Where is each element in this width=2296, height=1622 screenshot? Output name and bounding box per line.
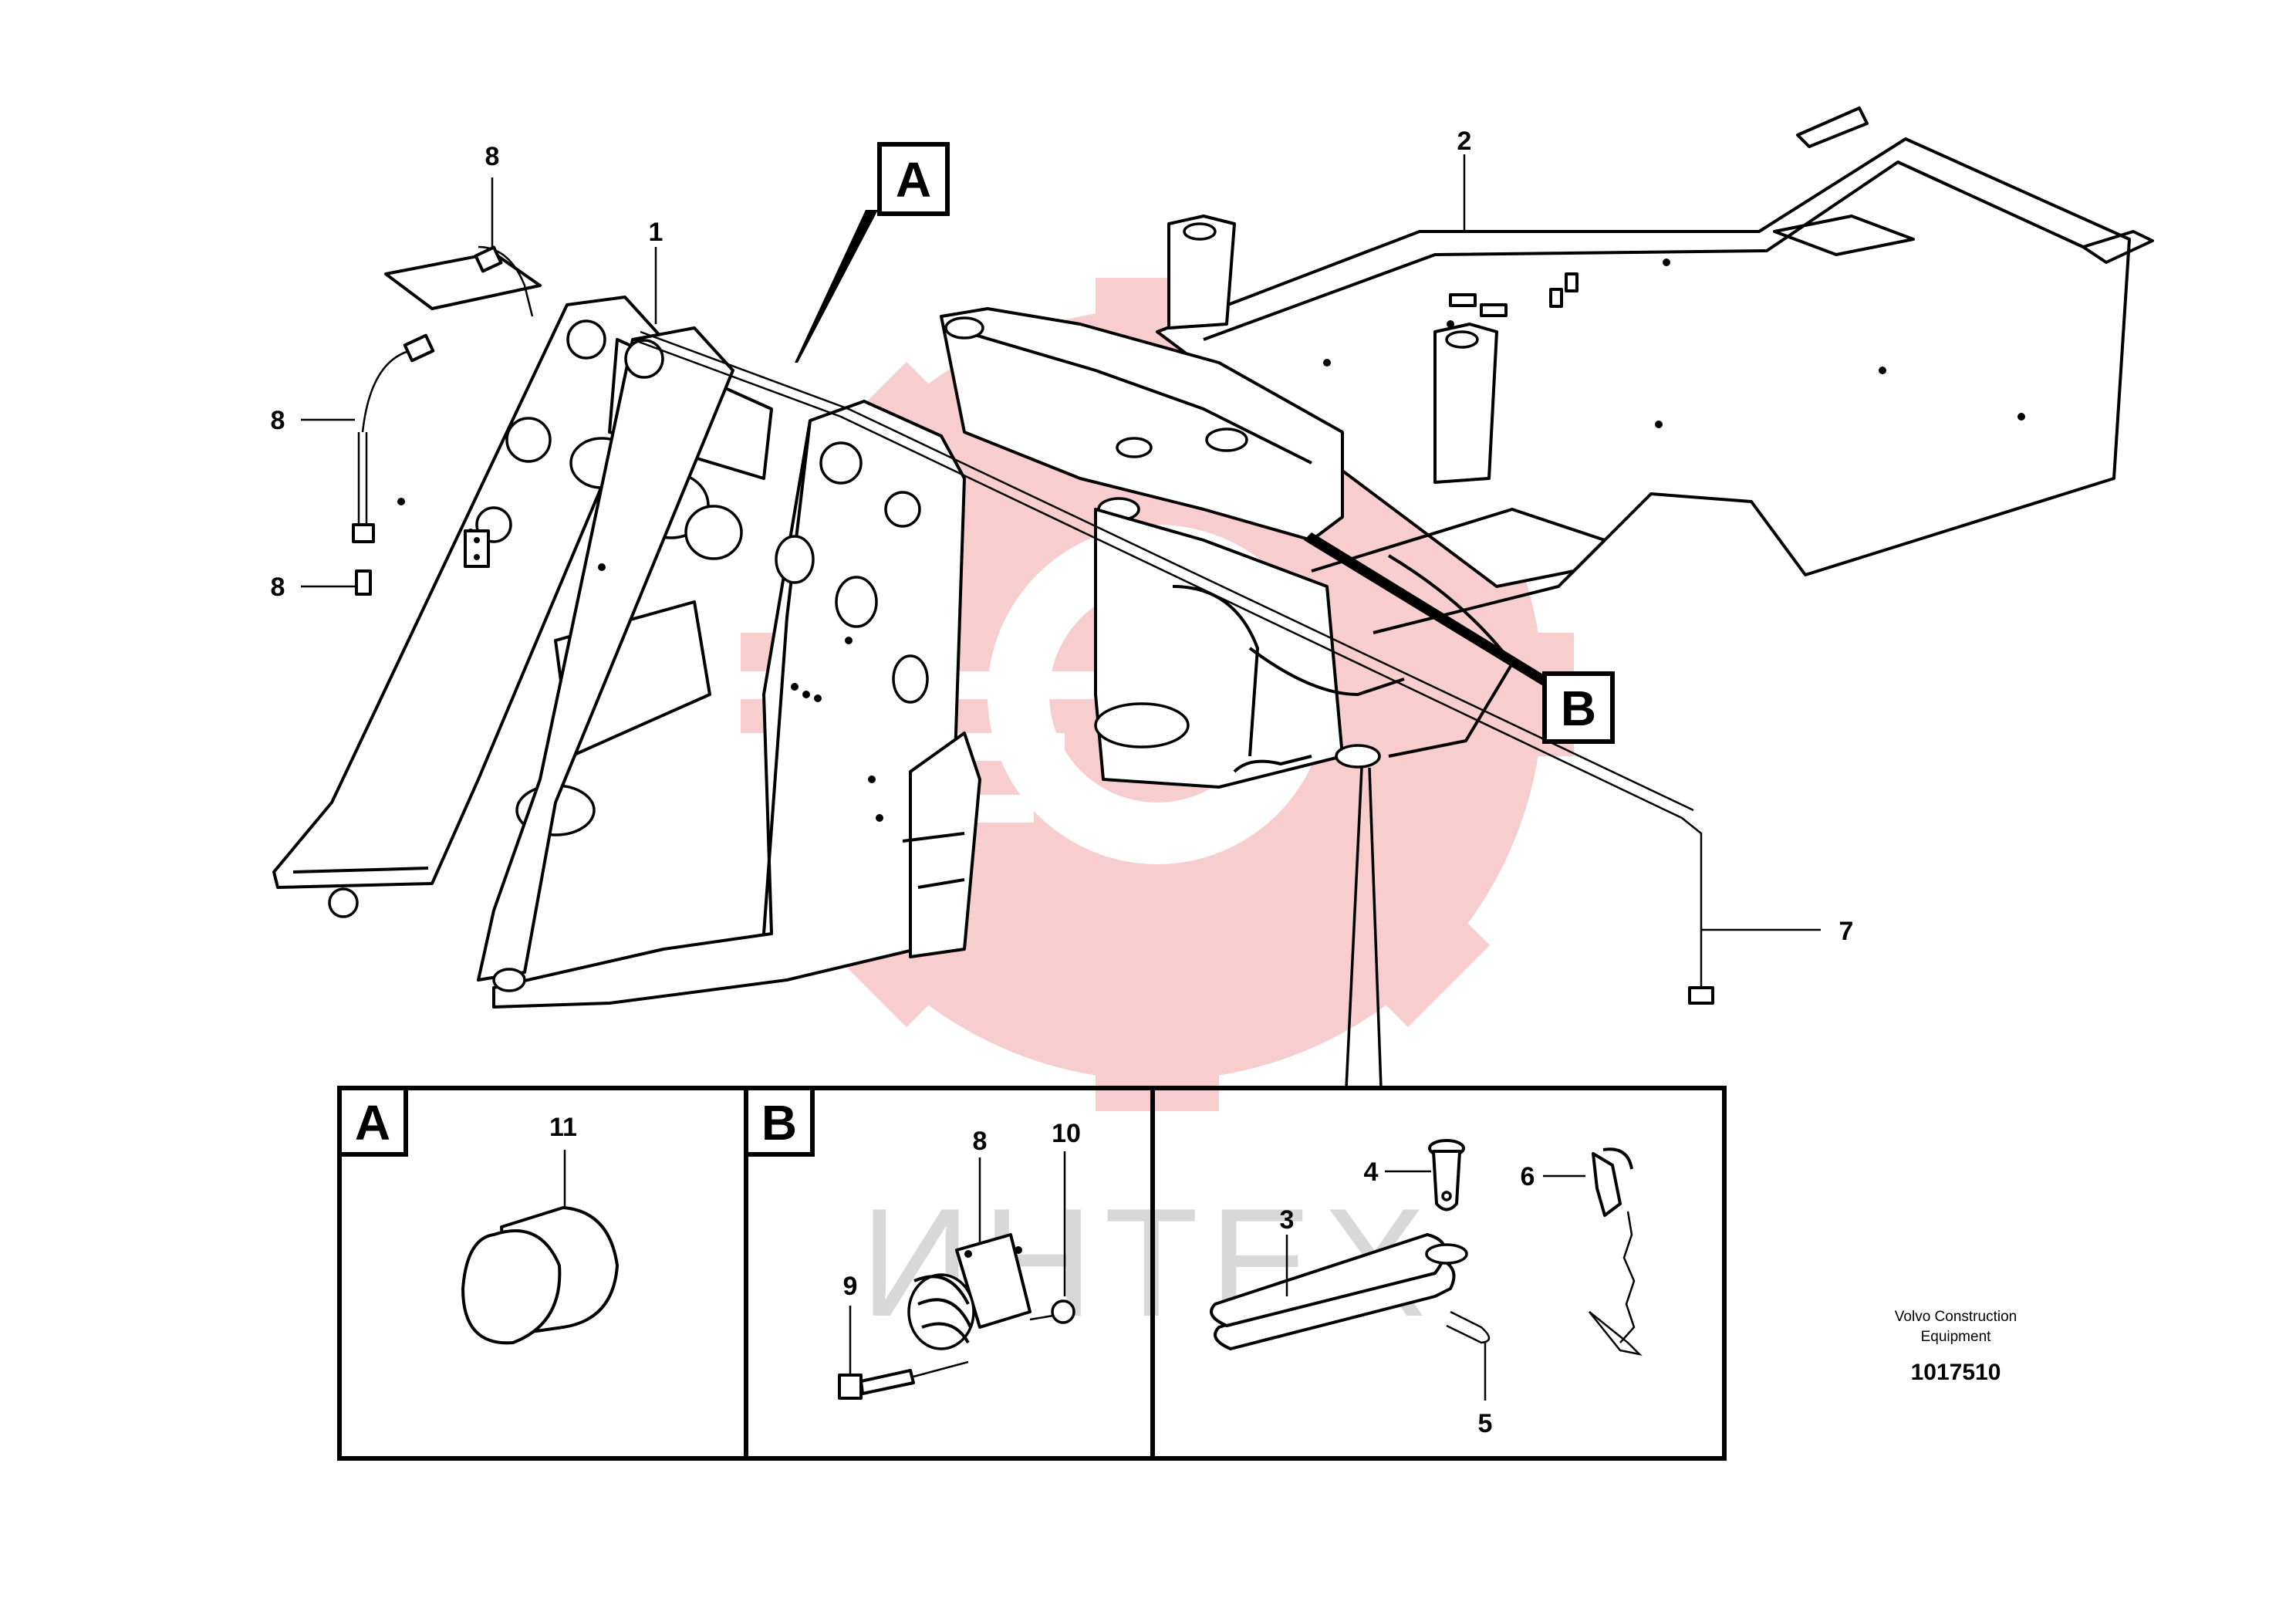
- lynch-pin-part-6: [1543, 1147, 1643, 1357]
- drawing-number: 1017510: [1911, 1360, 2001, 1385]
- credit-block: Volvo Construction Equipment 1017510: [1895, 1309, 2017, 1385]
- link-bar-part-3: [1210, 1233, 1468, 1350]
- callout-3: 3: [1280, 1205, 1295, 1235]
- detail-panel-b: B 8 9 10: [744, 1086, 1081, 1400]
- credit-line-2: Equipment: [1921, 1329, 1992, 1345]
- svg-text:B: B: [1561, 681, 1596, 736]
- svg-text:B: B: [761, 1095, 797, 1151]
- callout-4: 4: [1364, 1157, 1379, 1187]
- detail-panel-a: A 11: [337, 1086, 619, 1345]
- callout-5: 5: [1478, 1409, 1493, 1438]
- view-marker-a: A: [877, 142, 950, 216]
- callout-11: 11: [549, 1113, 577, 1142]
- front-frame-part-1: [272, 252, 981, 1009]
- callout-8-low: 8: [271, 573, 285, 602]
- callout-1: 1: [649, 218, 663, 247]
- callout-8-detail: 8: [973, 1127, 988, 1156]
- bolt-part-9: [838, 1306, 969, 1400]
- callout-leaders: [301, 154, 1821, 1089]
- view-marker-b: B: [1542, 671, 1615, 744]
- grease-nipple-part-8: [907, 1157, 1032, 1350]
- rear-frame-part-2: [940, 106, 2154, 789]
- cotter-pin-part-5: [1446, 1310, 1491, 1401]
- svg-text:A: A: [355, 1095, 390, 1151]
- credit-line-1: Volvo Construction: [1895, 1309, 2017, 1325]
- callout-8-mid: 8: [271, 406, 285, 435]
- callout-8-top: 8: [485, 142, 500, 171]
- callout-10: 10: [1052, 1119, 1081, 1148]
- washer-part-10: [1029, 1151, 1075, 1324]
- cap-part-11: [461, 1150, 619, 1345]
- callout-7: 7: [1839, 917, 1854, 946]
- callout-6: 6: [1521, 1162, 1535, 1191]
- callout-9: 9: [843, 1272, 858, 1301]
- grease-pipes-part-8: [352, 245, 534, 596]
- grease-pipe-part-7: [632, 330, 1714, 1005]
- pin-part-4: [1385, 1139, 1465, 1211]
- svg-text:A: A: [896, 152, 931, 208]
- detail-panel-link: 3 4 5 6: [1210, 1139, 1643, 1438]
- callout-2: 2: [1457, 127, 1472, 156]
